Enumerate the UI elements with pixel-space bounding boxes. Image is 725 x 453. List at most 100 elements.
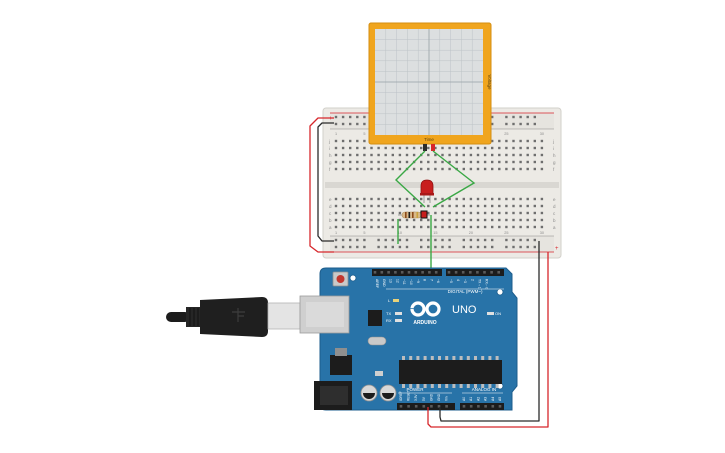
breadboard-hole[interactable] xyxy=(498,153,501,157)
breadboard-hole[interactable] xyxy=(441,225,444,229)
breadboard-hole[interactable] xyxy=(441,218,444,222)
breadboard-hole[interactable] xyxy=(391,167,394,171)
scope-probe-negative[interactable] xyxy=(423,144,427,151)
breadboard-hole[interactable] xyxy=(405,160,409,164)
breadboard-hole[interactable] xyxy=(334,160,338,164)
breadboard-hole[interactable] xyxy=(398,211,402,215)
black-wire-left[interactable] xyxy=(317,122,334,242)
breadboard-hole[interactable] xyxy=(334,167,338,171)
breadboard-hole[interactable] xyxy=(363,139,366,143)
breadboard-hole[interactable] xyxy=(434,211,437,215)
breadboard-hole[interactable] xyxy=(356,167,359,171)
rail-hole[interactable] xyxy=(334,115,338,119)
breadboard-hole[interactable] xyxy=(455,197,458,201)
rail-hole[interactable] xyxy=(448,245,451,249)
breadboard-hole[interactable] xyxy=(533,218,536,222)
breadboard-hole[interactable] xyxy=(519,204,522,208)
rail-hole[interactable] xyxy=(526,115,529,119)
reset-button-cap[interactable] xyxy=(336,275,345,283)
green-wire-right[interactable] xyxy=(432,150,476,208)
breadboard-hole[interactable] xyxy=(377,167,380,171)
breadboard-hole[interactable] xyxy=(341,167,345,171)
breadboard-hole[interactable] xyxy=(334,204,338,208)
breadboard-hole[interactable] xyxy=(356,225,359,229)
breadboard-hole[interactable] xyxy=(363,211,366,215)
breadboard-hole[interactable] xyxy=(526,160,529,164)
breadboard-hole[interactable] xyxy=(483,160,487,164)
breadboard-hole[interactable] xyxy=(483,153,487,157)
breadboard-hole[interactable] xyxy=(341,153,345,157)
breadboard-hole[interactable] xyxy=(505,204,508,208)
breadboard-hole[interactable] xyxy=(526,218,529,222)
breadboard-hole[interactable] xyxy=(441,153,444,157)
breadboard-hole[interactable] xyxy=(377,153,380,157)
breadboard-hole[interactable] xyxy=(455,204,458,208)
led-icon[interactable] xyxy=(420,179,434,203)
breadboard-hole[interactable] xyxy=(512,146,515,150)
breadboard-hole[interactable] xyxy=(491,167,494,171)
breadboard-hole[interactable] xyxy=(540,153,544,157)
breadboard-hole[interactable] xyxy=(540,139,544,143)
breadboard-hole[interactable] xyxy=(370,225,373,229)
breadboard-hole[interactable] xyxy=(427,225,430,229)
breadboard-hole[interactable] xyxy=(469,167,473,171)
header-pin[interactable] xyxy=(414,271,418,274)
breadboard-hole[interactable] xyxy=(384,218,387,222)
breadboard-hole[interactable] xyxy=(476,153,480,157)
breadboard-hole[interactable] xyxy=(349,146,352,150)
breadboard-hole[interactable] xyxy=(420,160,423,164)
breadboard-hole[interactable] xyxy=(334,139,338,143)
breadboard-hole[interactable] xyxy=(441,167,444,171)
rail-hole[interactable] xyxy=(341,122,345,126)
header-pin[interactable] xyxy=(491,405,495,408)
breadboard-hole[interactable] xyxy=(356,211,359,215)
breadboard-hole[interactable] xyxy=(540,204,544,208)
header-pin[interactable] xyxy=(394,271,397,274)
breadboard-hole[interactable] xyxy=(349,167,352,171)
breadboard-hole[interactable] xyxy=(476,211,480,215)
breadboard-hole[interactable] xyxy=(377,211,380,215)
breadboard-hole[interactable] xyxy=(483,167,487,171)
rail-hole[interactable] xyxy=(512,238,515,242)
breadboard-hole[interactable] xyxy=(356,139,359,143)
breadboard-hole[interactable] xyxy=(448,225,451,229)
breadboard-hole[interactable] xyxy=(405,225,409,229)
breadboard-hole[interactable] xyxy=(448,153,451,157)
rail-hole[interactable] xyxy=(491,122,494,126)
oscilloscope[interactable]: Voltage Time xyxy=(368,22,492,151)
breadboard-hole[interactable] xyxy=(448,218,451,222)
breadboard-hole[interactable] xyxy=(498,146,501,150)
rail-hole[interactable] xyxy=(363,245,366,249)
breadboard-hole[interactable] xyxy=(377,146,380,150)
breadboard-hole[interactable] xyxy=(377,160,380,164)
breadboard-hole[interactable] xyxy=(526,225,529,229)
breadboard-hole[interactable] xyxy=(540,211,544,215)
red-wire-5v[interactable] xyxy=(427,252,549,428)
breadboard-hole[interactable] xyxy=(476,225,480,229)
breadboard-hole[interactable] xyxy=(391,211,394,215)
rail-hole[interactable] xyxy=(491,238,494,242)
breadboard-hole[interactable] xyxy=(498,218,501,222)
header-pin[interactable] xyxy=(476,271,479,274)
breadboard-hole[interactable] xyxy=(434,197,437,201)
breadboard-hole[interactable] xyxy=(505,225,508,229)
rail-hole[interactable] xyxy=(434,245,437,249)
rail-hole[interactable] xyxy=(505,122,508,126)
breadboard-hole[interactable] xyxy=(398,153,402,157)
breadboard-hole[interactable] xyxy=(462,146,465,150)
breadboard-hole[interactable] xyxy=(533,167,536,171)
rail-hole[interactable] xyxy=(427,238,430,242)
green-wire-left[interactable] xyxy=(394,150,426,208)
breadboard-hole[interactable] xyxy=(533,153,536,157)
breadboard-hole[interactable] xyxy=(462,211,465,215)
breadboard-hole[interactable] xyxy=(377,197,380,201)
breadboard-hole[interactable] xyxy=(341,225,345,229)
breadboard-hole[interactable] xyxy=(533,225,536,229)
breadboard-hole[interactable] xyxy=(448,211,451,215)
breadboard-hole[interactable] xyxy=(469,146,473,150)
breadboard-hole[interactable] xyxy=(441,204,444,208)
breadboard-hole[interactable] xyxy=(412,218,416,222)
breadboard-hole[interactable] xyxy=(462,225,465,229)
breadboard-hole[interactable] xyxy=(349,197,352,201)
red-wire-left[interactable] xyxy=(309,117,334,253)
